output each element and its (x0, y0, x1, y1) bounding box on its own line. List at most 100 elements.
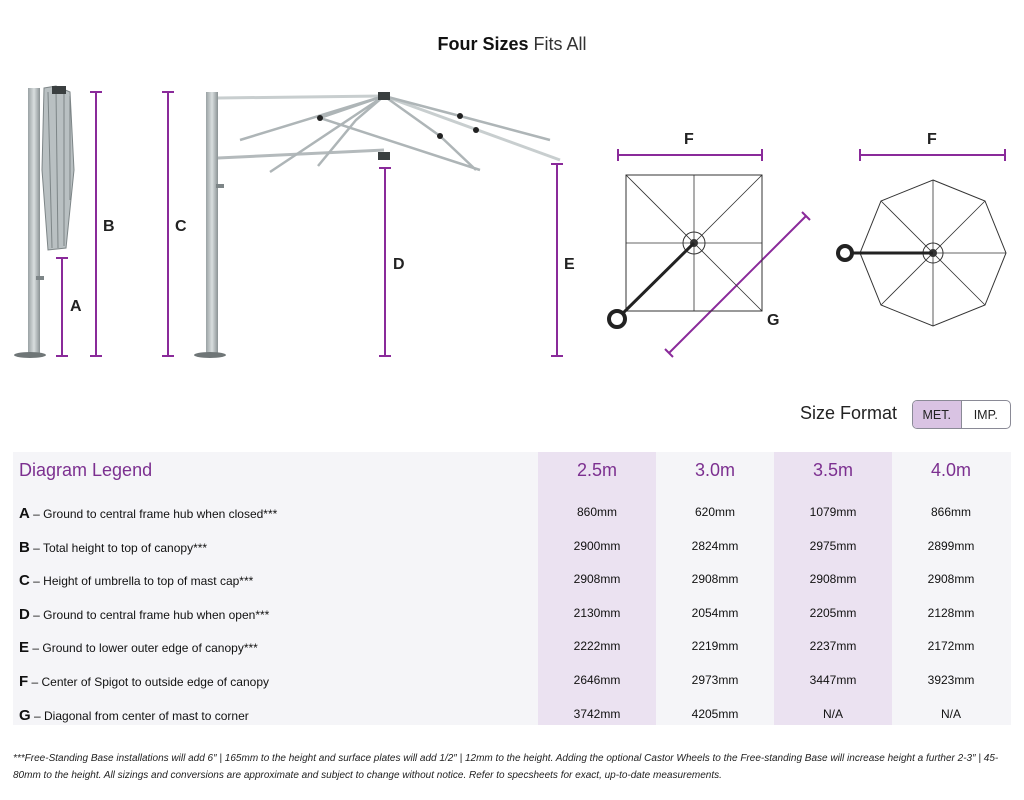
title-bold: Four Sizes (437, 34, 529, 54)
row-text: – Ground to central frame hub when open*… (29, 607, 270, 622)
table-row: B – Total height to top of canopy*** 2900… (13, 530, 1011, 563)
table-cell: 2899mm (927, 538, 975, 553)
page-title: Four Sizes Fits All (0, 34, 1024, 55)
canopy-lower-arm (217, 148, 385, 160)
table-cell: 2908mm (691, 572, 739, 587)
table-cell: 2222mm (573, 639, 621, 654)
footnote: ***Free-Standing Base installations will… (13, 753, 999, 781)
column-highlight (774, 452, 892, 725)
table-cell: 620mm (694, 505, 735, 519)
table-row: A – Ground to central frame hub when clo… (13, 496, 1011, 529)
row-description: D – Ground to central frame hub when ope… (19, 606, 269, 623)
table-row: E – Ground to lower outer edge of canopy… (13, 630, 1011, 663)
dimension-lines (56, 91, 1006, 358)
closed-hub (52, 86, 66, 94)
table-cell: 2900mm (573, 538, 621, 553)
row-text: – Total height to top of canopy*** (29, 540, 208, 555)
row-text: – Ground to lower outer edge of canopy**… (29, 641, 258, 656)
table-cell: 2130mm (573, 605, 621, 620)
table-cell: 2824mm (691, 538, 739, 553)
square-arm (615, 241, 696, 321)
label-f-octagon: F (927, 131, 937, 148)
size-header: 2.5m (576, 460, 618, 480)
square-hub-ring (682, 231, 706, 255)
closed-mast (28, 88, 40, 354)
column-highlight (538, 452, 656, 725)
table-cell: 1079mm (809, 505, 857, 519)
label-c: C (175, 218, 187, 235)
open-umbrella-figure (194, 92, 561, 358)
row-description: B – Total height to top of canopy*** (19, 539, 207, 556)
size-header: 3.0m (694, 460, 736, 480)
square-canopy-top-view (607, 174, 763, 329)
metric-button[interactable]: MET. (913, 401, 962, 428)
imperial-button[interactable]: IMP. (973, 407, 998, 422)
open-mast (206, 92, 218, 354)
diagram-legend-table: Diagram Legend 2.5m 3.0m 3.5m 4.0m A – G… (13, 452, 1011, 725)
table-cell: 2219mm (691, 639, 739, 654)
row-letter: G (19, 706, 31, 724)
dimension-a (56, 257, 68, 357)
row-description: F – Center of Spigot to outside edge of … (19, 673, 269, 690)
table-row: G – Diagonal from center of mast to corn… (13, 698, 1011, 731)
row-letter: D (19, 605, 30, 623)
table-cell: 2908mm (927, 572, 975, 587)
row-letter: B (19, 538, 30, 556)
rib-joint (437, 133, 443, 139)
dimension-d (379, 167, 391, 357)
dimension-g (664, 211, 811, 358)
size-header: 4.0m (930, 460, 972, 480)
title-light: Fits All (533, 34, 587, 54)
label-d: D (393, 256, 405, 273)
rib-joint (457, 113, 463, 119)
row-letter: E (19, 639, 30, 657)
table-cell: 2237mm (809, 639, 857, 654)
row-text: – Height of umbrella to top of mast cap*… (29, 574, 254, 589)
open-handle (216, 184, 224, 188)
table-cell: 2646mm (573, 673, 621, 687)
table-row: D – Ground to central frame hub when ope… (13, 597, 1011, 630)
octagon-canopy-top-view (836, 179, 1007, 327)
row-description: C – Height of umbrella to top of mast ca… (19, 572, 253, 589)
row-description: G – Diagonal from center of mast to corn… (19, 707, 249, 724)
table-cell: 866mm (930, 505, 971, 519)
legend-title: Diagram Legend (19, 460, 153, 480)
table-cell: 3923mm (927, 673, 975, 687)
open-hub-bottom (378, 152, 390, 160)
table-cell: 3447mm (809, 673, 857, 687)
dimension-b (90, 91, 102, 357)
size-format-toggle: MET. IMP. (912, 400, 1011, 429)
table-row: C – Height of umbrella to top of mast ca… (13, 563, 1011, 596)
octagon-mast-point (836, 244, 854, 262)
label-b: B (103, 218, 115, 235)
table-cell: 2908mm (573, 572, 621, 587)
row-text: – Diagonal from center of mast to corner (30, 708, 249, 723)
dimension-e (551, 163, 563, 357)
size-header: 3.5m (812, 460, 854, 480)
table-cell: N/A (940, 706, 961, 721)
table-cell: 4205mm (691, 706, 739, 721)
table-cell: 2973mm (691, 673, 739, 687)
open-base (194, 352, 226, 358)
label-g: G (767, 312, 779, 329)
rib-joint (473, 127, 479, 133)
label-a: A (70, 298, 82, 315)
canopy-ribs (239, 94, 551, 174)
row-description: A – Ground to central frame hub when clo… (19, 505, 277, 522)
table-cell: 2205mm (809, 605, 857, 620)
closed-ribs (47, 89, 71, 249)
size-format-control: Size Format MET. IMP. (790, 400, 1012, 430)
umbrella-diagrams: A B C D E F F G (14, 85, 1007, 358)
label-e: E (564, 256, 575, 273)
table-cell: 2908mm (809, 572, 857, 587)
table-cell: N/A (822, 706, 843, 721)
table-cell: 2975mm (809, 538, 857, 553)
table-cell: 860mm (576, 505, 617, 519)
rib-joint (317, 115, 323, 121)
table-cell: 2054mm (691, 605, 739, 620)
dimension-f-octagon (859, 149, 1006, 161)
dimension-f-square (617, 149, 763, 161)
closed-handle (36, 276, 44, 280)
closed-base (14, 352, 46, 358)
table-row: F – Center of Spigot to outside edge of … (13, 664, 1011, 697)
